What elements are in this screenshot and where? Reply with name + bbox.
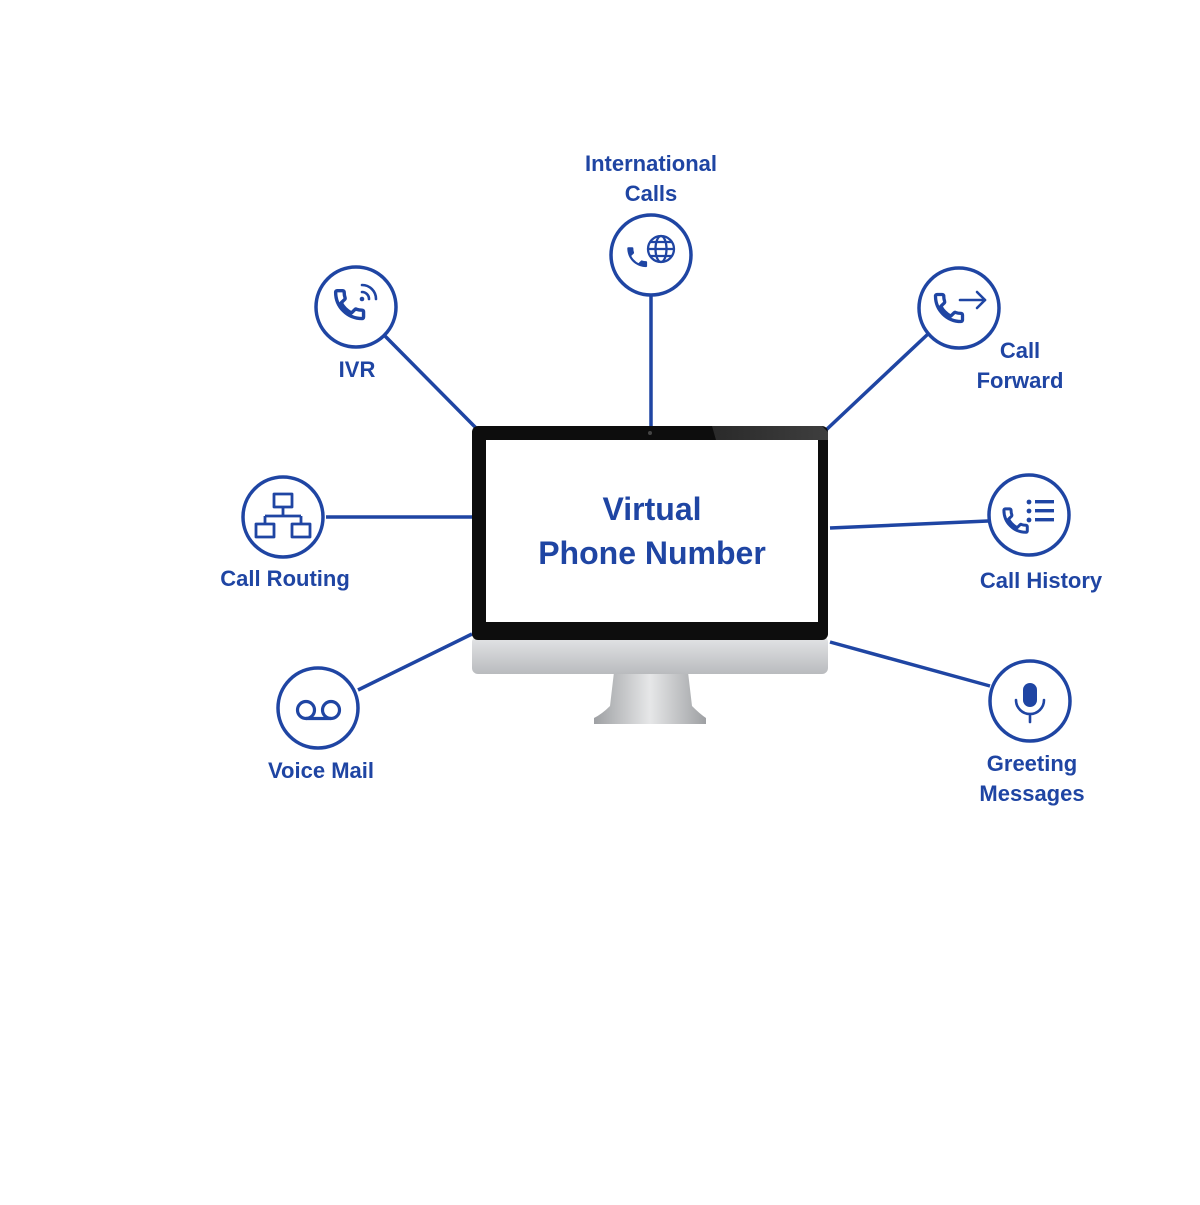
connector-call-history — [829, 519, 989, 530]
phone-signal-icon — [333, 283, 378, 321]
phone-list-icon — [1002, 499, 1054, 534]
label-international-calls-line2: Calls — [624, 181, 678, 206]
center-title-line1: Virtual — [602, 491, 702, 527]
label-call-routing: Call Routing — [220, 564, 350, 594]
voicemail-icon — [295, 699, 342, 721]
label-call-forward-line2: Forward — [976, 368, 1064, 393]
label-international-calls-line1: International — [584, 151, 718, 176]
label-call-history-line1: Call History — [979, 568, 1103, 593]
connector-voice-mail — [357, 632, 473, 692]
connector-lines — [326, 296, 991, 692]
monitor-stand — [594, 672, 706, 724]
monitor-screen — [486, 440, 818, 622]
connector-ivr — [383, 334, 480, 432]
microphone-icon — [1014, 683, 1046, 724]
center-title: Virtual Phone Number — [486, 440, 818, 622]
label-greeting-messages: Greeting Messages — [979, 749, 1084, 809]
phone-arrow-icon — [933, 290, 987, 324]
phone-globe-icon — [627, 234, 676, 268]
label-voice-mail-line1: Voice Mail — [268, 758, 374, 783]
label-call-routing-line1: Call Routing — [220, 566, 350, 591]
network-icon — [254, 492, 312, 539]
circle-voice-mail — [276, 666, 360, 750]
monitor-chin — [472, 636, 828, 674]
monitor — [472, 426, 828, 724]
label-call-history: Call History — [980, 566, 1102, 596]
label-greeting-messages-line2: Messages — [979, 781, 1085, 806]
connector-greeting-messages — [829, 640, 991, 688]
label-greeting-messages-line1: Greeting — [986, 751, 1078, 776]
monitor-camera — [648, 431, 652, 435]
label-call-forward-line1: Call — [999, 338, 1041, 363]
label-voice-mail: Voice Mail — [268, 756, 374, 786]
monitor-glare — [712, 426, 828, 440]
connector-call-forward — [824, 332, 930, 432]
circle-call-forward — [917, 266, 1001, 350]
label-call-forward: Call Forward — [977, 336, 1064, 396]
label-international-calls: International Calls — [585, 149, 717, 209]
label-ivr-line1: IVR — [338, 357, 376, 382]
center-title-line2: Phone Number — [538, 535, 766, 571]
circle-call-history — [987, 473, 1071, 557]
circle-ivr — [314, 265, 398, 349]
label-ivr: IVR — [339, 355, 376, 385]
